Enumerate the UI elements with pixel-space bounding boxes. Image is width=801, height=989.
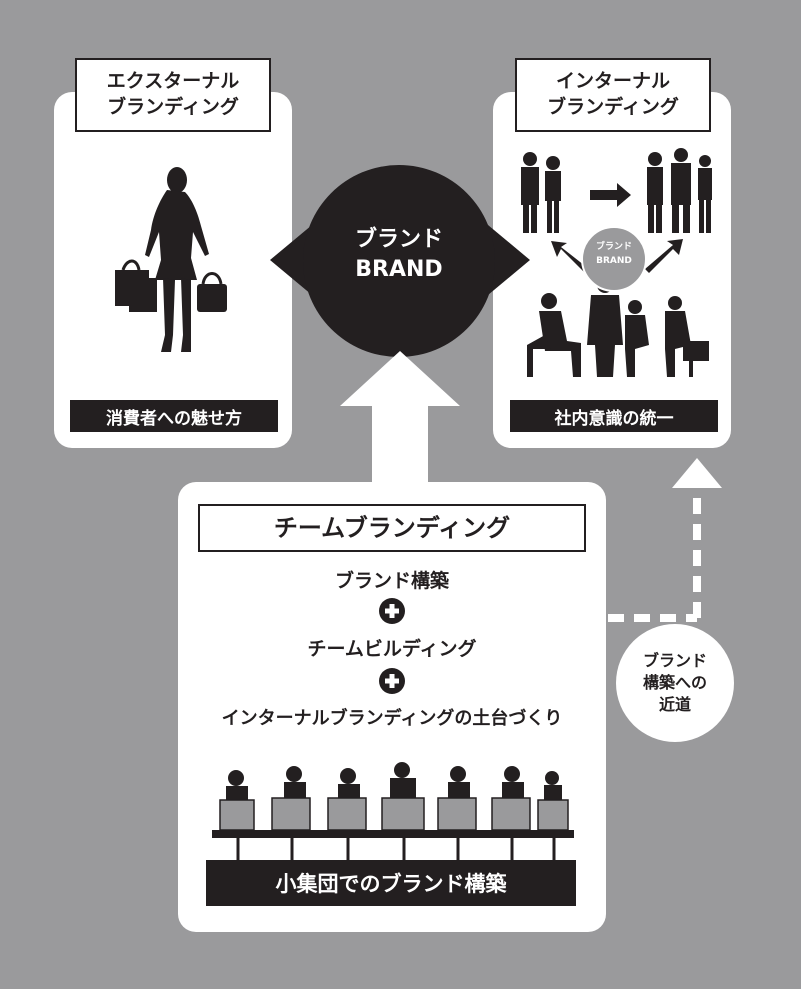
- team-branding-label: 小集団でのブランド構築: [206, 860, 576, 906]
- team-branding-panel: [178, 482, 606, 932]
- brand-circle-en: BRAND: [355, 257, 443, 282]
- shortcut-line2: 構築への: [642, 673, 707, 692]
- plus-icon: [379, 598, 405, 624]
- brand-small-circle-en: BRAND: [596, 256, 632, 266]
- shopper-silhouette-icon: [115, 167, 227, 352]
- meeting-table-silhouette-icon: [212, 762, 574, 866]
- brand-small-circle-jp: ブランド: [595, 242, 632, 252]
- plus-icon: [379, 668, 405, 694]
- brand-circle-jp: ブランド: [354, 227, 443, 252]
- brand-small-circle: ブランド BRAND: [581, 226, 647, 292]
- team-item-brand-building: ブランド構築: [334, 570, 449, 592]
- team-to-brand-arrow: [340, 351, 460, 496]
- brand-circle: ブランド BRAND: [303, 165, 495, 357]
- shortcut-circle: ブランド 構築への 近道: [616, 624, 734, 742]
- internal-branding-label: 社内意識の統一: [510, 400, 718, 432]
- external-branding-title: エクスターナル ブランディング: [75, 58, 271, 132]
- shortcut-line1: ブランド: [642, 651, 707, 670]
- internal-branding-title: インターナル ブランディング: [515, 58, 711, 132]
- team-item-foundation: インターナルブランディングの土台づくり: [221, 708, 563, 729]
- shortcut-line3: 近道: [658, 695, 691, 714]
- external-branding-label: 消費者への魅せ方: [70, 400, 278, 432]
- office-people-icon: [521, 148, 712, 377]
- team-branding-title: チームブランディング: [198, 504, 586, 552]
- team-item-team-building: チームビルディング: [307, 638, 477, 660]
